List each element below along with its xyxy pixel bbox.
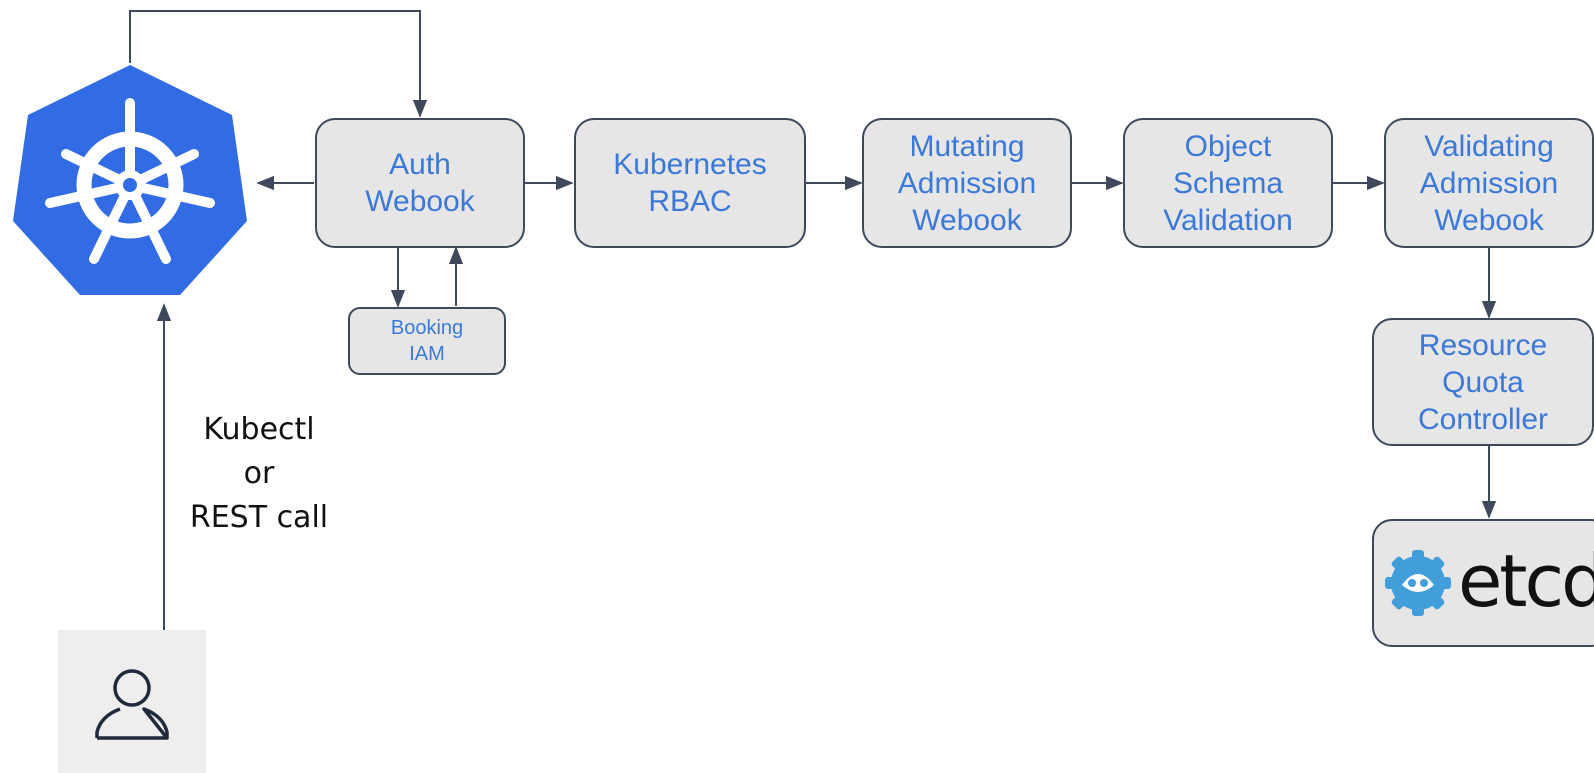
arrow-k8s-to-auth: [129, 10, 428, 118]
etcd-wordmark: etcd: [1458, 539, 1594, 623]
resource-quota-label: Resource Quota Controller: [1417, 328, 1549, 436]
booking-iam-label: Booking IAM: [390, 317, 464, 365]
kubernetes-logo-icon: [13, 65, 247, 295]
kubernetes-rbac-label: Kubernetes RBAC: [613, 148, 767, 218]
auth-webhook-label: Auth Webook: [365, 148, 475, 218]
user-icon: [95, 669, 169, 740]
validating-admission-label: Validating Admission Webook: [1419, 129, 1559, 237]
request-label: Kubectl or REST call: [174, 408, 344, 540]
etcd-logo-icon: [1385, 550, 1451, 616]
resource-quota-box: Resource Quota Controller: [1372, 318, 1594, 446]
kubernetes-rbac-box: Kubernetes RBAC: [574, 118, 806, 248]
request-label-line: or: [243, 456, 275, 491]
request-label-line: REST call: [189, 500, 329, 535]
booking-iam-box: Booking IAM: [348, 307, 506, 375]
object-schema-label: Object Schema Validation: [1163, 129, 1293, 237]
mutating-admission-label: Mutating Admission Webook: [897, 129, 1037, 237]
mutating-admission-box: Mutating Admission Webook: [862, 118, 1072, 248]
user-box: [58, 630, 206, 773]
validating-admission-box: Validating Admission Webook: [1384, 118, 1594, 248]
object-schema-box: Object Schema Validation: [1123, 118, 1333, 248]
auth-webhook-box: Auth Webook: [315, 118, 525, 248]
request-label-line: Kubectl: [203, 412, 315, 447]
etcd-box: etcd: [1372, 519, 1594, 647]
